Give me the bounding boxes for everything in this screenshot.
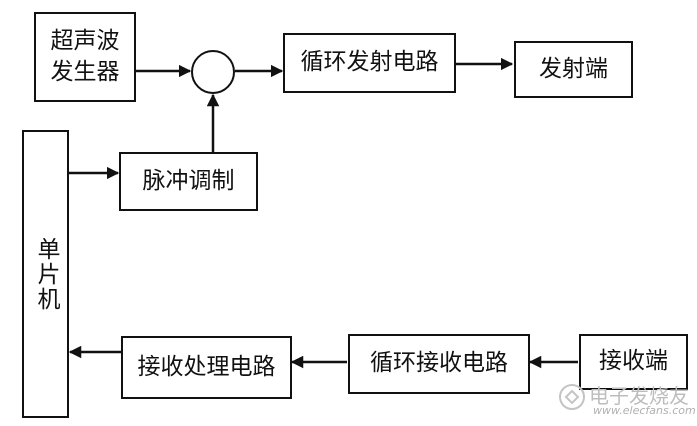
transmitter-box: 发射端: [514, 41, 633, 98]
transmitter-label: 发射端: [539, 55, 608, 82]
receiver-label: 接收端: [599, 348, 668, 375]
mcu-box: 单片机: [22, 130, 69, 418]
receiver-box: 接收端: [579, 334, 688, 390]
mcu-label: 单片机: [33, 236, 60, 312]
cyclic-receive-circuit-label: 循环接收电路: [370, 350, 508, 377]
watermark-url: www.elecfans.com: [593, 404, 696, 417]
cyclic-transmit-circuit-box: 循环发射电路: [283, 33, 456, 93]
cyclic-receive-circuit-box: 循环接收电路: [348, 334, 530, 394]
ultrasonic-generator-box: 超声波发生器: [34, 12, 136, 102]
receive-processing-circuit-label: 接收处理电路: [137, 353, 276, 380]
watermark-logo-icon: [559, 384, 585, 410]
watermark-text: 电子发烧友: [589, 384, 689, 408]
watermark: 电子发烧友 www.elecfans.com: [557, 378, 696, 422]
summing-junction: [191, 50, 235, 94]
cyclic-transmit-circuit-label: 循环发射电路: [300, 49, 439, 76]
pulse-modulation-label: 脉冲调制: [142, 167, 235, 194]
ultrasonic-generator-label: 超声波发生器: [50, 27, 120, 85]
pulse-modulation-box: 脉冲调制: [119, 152, 258, 211]
receive-processing-circuit-box: 接收处理电路: [121, 336, 292, 399]
